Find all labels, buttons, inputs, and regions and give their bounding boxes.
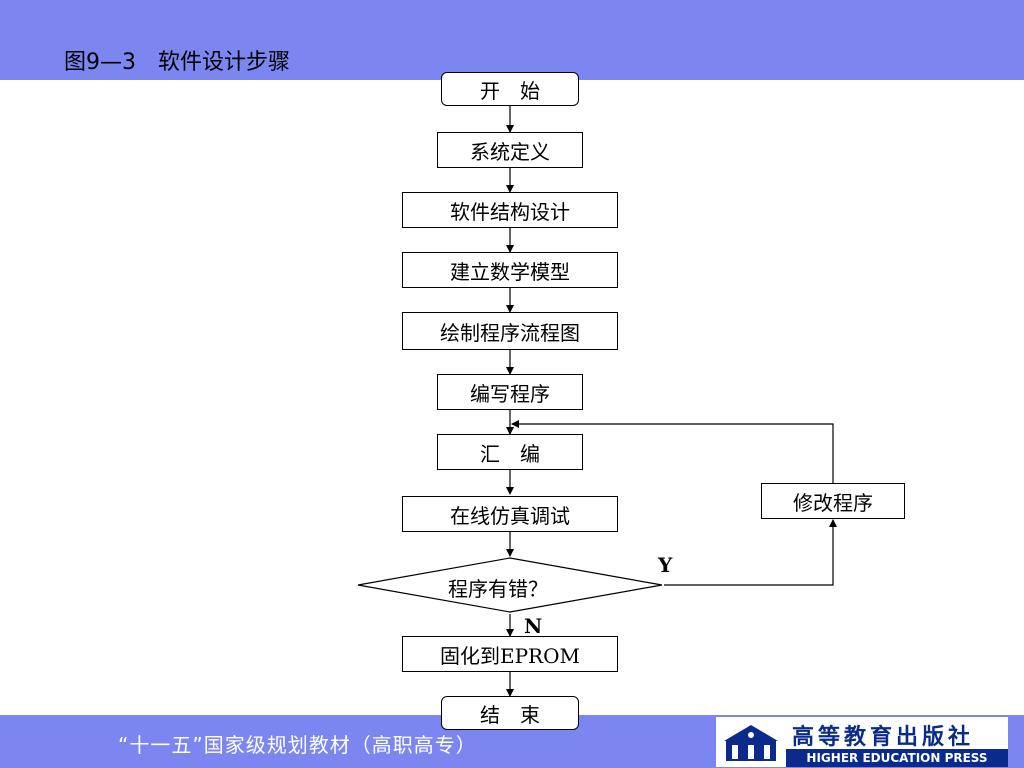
end-node: 结 束 xyxy=(441,696,579,730)
arrow-yes-to-modify xyxy=(664,519,837,586)
textbook-series-label: “十一五”国家级规划教材（高职高专） xyxy=(118,733,477,757)
step-flowchart-drawing: 绘制程序流程图 xyxy=(402,312,618,350)
start-node: 开 始 xyxy=(441,72,579,106)
slide-title: 图9—3 软件设计步骤 xyxy=(64,50,290,75)
step-burn-eprom: 固化到EPROM xyxy=(402,636,618,672)
step-modify-program: 修改程序 xyxy=(761,483,905,519)
step-system-definition: 系统定义 xyxy=(437,132,583,168)
decision-label: 程序有错？ xyxy=(448,577,548,601)
step-assemble: 汇 编 xyxy=(437,434,583,470)
publisher-name-en: HIGHER EDUCATION PRESS xyxy=(786,749,1008,767)
publisher-name-cn: 高等教育出版社 xyxy=(792,725,975,750)
decision-diamond xyxy=(357,557,663,613)
yes-label: Y xyxy=(658,553,673,577)
step-online-debug: 在线仿真调试 xyxy=(402,496,618,532)
step-math-model: 建立数学模型 xyxy=(402,252,618,288)
arrow-modify-to-assemble xyxy=(511,420,834,484)
header-band: 图9—3 软件设计步骤 xyxy=(0,0,1024,80)
step-software-architecture: 软件结构设计 xyxy=(402,192,618,228)
no-label: N xyxy=(524,614,543,638)
publisher-logo-block: 高等教育出版社 HIGHER EDUCATION PRESS xyxy=(716,717,1008,767)
step-write-program: 编写程序 xyxy=(437,374,583,410)
publisher-emblem-icon xyxy=(724,725,778,761)
